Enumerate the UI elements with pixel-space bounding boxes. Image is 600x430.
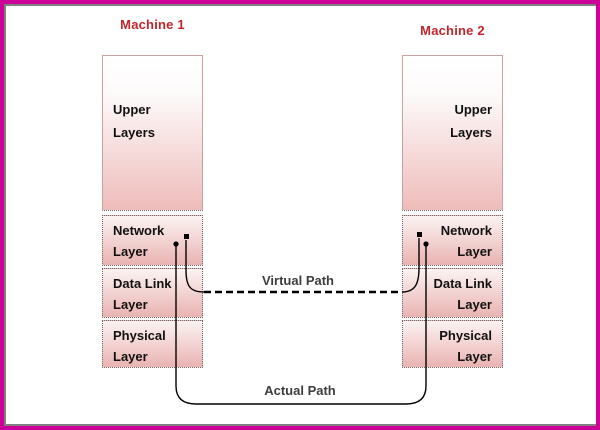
datalink-layer-label-line1: Data Link — [113, 276, 172, 291]
physical-layer-label-line2: Layer — [113, 349, 148, 364]
network-layer-label-line1: Network — [113, 223, 165, 238]
paths-overlay — [173, 232, 429, 405]
machine-2-datalink-layer-box: Data Link Layer — [402, 268, 503, 318]
actual-path-line — [175, 244, 427, 405]
datalink-layer-label-line2: Layer — [113, 297, 148, 312]
upper-layers-label-line2: Layers — [113, 125, 155, 140]
virtual-path-label: Virtual Path — [261, 273, 334, 288]
datalink-layer-label-line2: Layer — [457, 297, 492, 312]
machine-2-physical-layer-box: Physical Layer — [402, 320, 503, 368]
datalink-layer-label-line1: Data Link — [433, 276, 492, 291]
machine-2-network-layer-box: Network Layer — [402, 215, 503, 266]
physical-layer-label-line2: Layer — [457, 349, 492, 364]
machine-1-upper-layers-box: Upper Layers — [102, 55, 203, 211]
upper-layers-label-line2: Layers — [450, 125, 492, 140]
machine-1-physical-layer-box: Physical Layer — [102, 320, 203, 368]
machine-1-title: Machine 1 — [120, 17, 185, 32]
upper-layers-label-line1: Upper — [454, 102, 492, 117]
network-layer-label-line2: Layer — [457, 244, 492, 259]
network-layer-label-line1: Network — [440, 223, 492, 238]
upper-layers-label-line1: Upper — [113, 102, 151, 117]
machine-2-title: Machine 2 — [420, 23, 485, 38]
inner-frame — [4, 4, 596, 426]
actual-path-label: Actual Path — [264, 383, 336, 398]
machine-2-upper-layers-box: Upper Layers — [402, 55, 503, 211]
physical-layer-label-line1: Physical — [439, 328, 492, 343]
machine-1-network-layer-box: Network Layer — [102, 215, 203, 266]
machine-1-datalink-layer-box: Data Link Layer — [102, 268, 203, 318]
network-layer-label-line2: Layer — [113, 244, 148, 259]
physical-layer-label-line1: Physical — [113, 328, 166, 343]
